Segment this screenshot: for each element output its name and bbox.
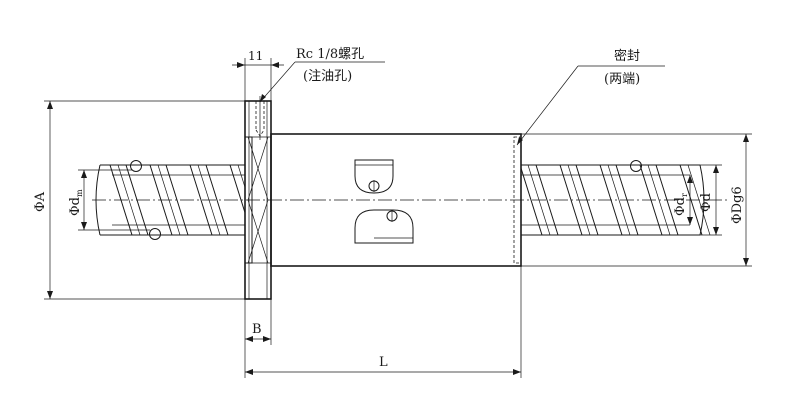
- dim-B: B: [244, 299, 272, 378]
- dim-dr-sub: r: [680, 193, 689, 197]
- dim-dr-label: Φdr: [673, 193, 689, 216]
- right-screw-shaft: [521, 160, 711, 236]
- dim-A-label: ΦA: [33, 191, 48, 212]
- dim-B-label: B: [252, 322, 262, 337]
- note-seal-label: 密封: [614, 48, 640, 64]
- dim-11-label: 11: [248, 49, 263, 63]
- return-tube-bottom: [354, 209, 414, 244]
- dim-dm-sub: m: [75, 189, 84, 197]
- ball-circle-bottom: [149, 228, 161, 240]
- dim-dr-main: Φd: [673, 197, 688, 216]
- dim-dm: Φdm: [68, 169, 150, 231]
- ball-circle-right: [630, 160, 642, 172]
- dim-d-label: Φd: [699, 193, 714, 212]
- dim-D: ΦDg6: [521, 133, 752, 267]
- note-rc-label: Rc 1/8螺孔: [296, 47, 364, 62]
- oil-hole: [255, 96, 265, 140]
- note-rc-sub: (注油孔): [303, 69, 352, 84]
- dim-L-label: L: [379, 355, 388, 370]
- note-rc: Rc 1/8螺孔 (注油孔): [259, 47, 385, 103]
- dim-D-label: ΦDg6: [730, 186, 745, 224]
- seal-right: [513, 136, 522, 264]
- dim-A: ΦA: [33, 100, 245, 300]
- flange: [244, 96, 272, 300]
- dim-11: 11: [232, 49, 284, 101]
- note-seal-sub: (两端): [604, 72, 640, 87]
- dim-d: Φd: [699, 164, 722, 236]
- note-seal: 密封 (两端): [516, 48, 665, 146]
- return-tube-top: [354, 159, 394, 194]
- ball-circle-top: [130, 160, 142, 172]
- dim-dr: Φdr: [673, 175, 693, 225]
- dim-dm-label: Φdm: [68, 189, 84, 216]
- dim-L: L: [245, 266, 522, 378]
- dim-dm-main: Φd: [68, 197, 83, 216]
- left-screw-shaft: [95, 160, 245, 240]
- nut-body: [270, 133, 522, 267]
